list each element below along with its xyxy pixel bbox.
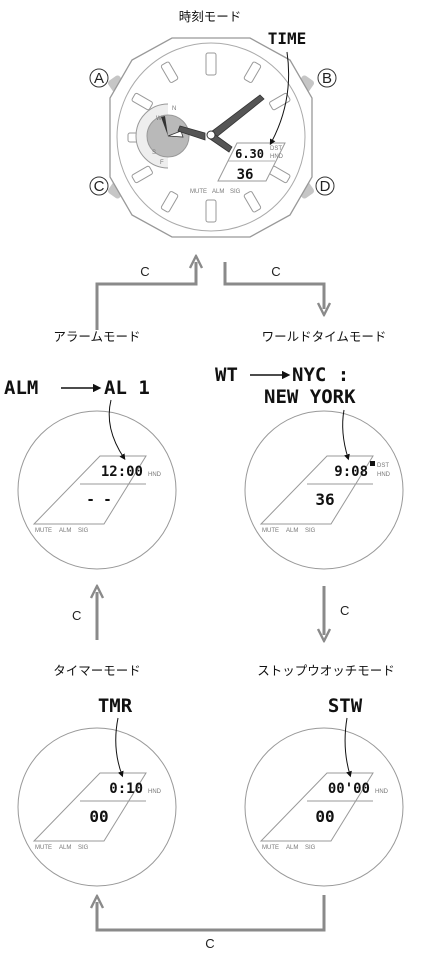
worldtime-dst-label: DST bbox=[377, 463, 389, 469]
time-lcd-bottom: 36 bbox=[237, 167, 254, 183]
stopwatch-lcd-frame bbox=[259, 772, 374, 842]
worldtime-lcd-bottom: 36 bbox=[315, 490, 334, 509]
arrow-label-right-down: C bbox=[340, 603, 349, 618]
alarm-lcd-top: 12:00 bbox=[101, 464, 143, 480]
timer-lcd-bottom: 00 bbox=[89, 807, 108, 826]
time-dst-label: DST bbox=[270, 146, 282, 152]
hand-pin bbox=[206, 130, 216, 140]
timer-lcd-frame bbox=[32, 772, 147, 842]
subdial-letter-w: W bbox=[156, 116, 162, 122]
marker-10 bbox=[131, 92, 153, 111]
label-d: D bbox=[320, 178, 331, 195]
worldtime-dst-indicator bbox=[370, 461, 375, 466]
time-mode-watch: N W S F 6.30 36 DST HND MUTE ALM SIG A B… bbox=[89, 29, 337, 238]
worldtime-callout-from: WT bbox=[215, 364, 238, 386]
time-callout: TIME bbox=[268, 29, 307, 48]
arrow-label-left-up: C bbox=[72, 608, 81, 623]
time-lcd-top: 6.30 bbox=[235, 147, 264, 161]
alarm-callout-arrow bbox=[108, 399, 126, 460]
marker-1 bbox=[243, 61, 262, 83]
worldtime-mute-label: MUTE bbox=[262, 528, 279, 534]
marker-7 bbox=[160, 191, 179, 213]
alarm-mute-label: MUTE bbox=[35, 528, 52, 534]
alarm-sig-label: SIG bbox=[78, 528, 89, 534]
marker-8 bbox=[131, 165, 153, 184]
worldtime-mode-title: ワールドタイムモード bbox=[262, 329, 387, 344]
worldtime-watch: 9:08 36 DST HND MUTE ALM SIG bbox=[244, 409, 404, 570]
stopwatch-callout-arrow bbox=[344, 717, 352, 778]
alarm-hnd-label: HND bbox=[148, 472, 162, 478]
timer-lcd-top: 0:10 bbox=[109, 781, 143, 797]
stopwatch-lcd-bottom: 00 bbox=[315, 807, 334, 826]
time-mode-title: 時刻モード bbox=[179, 9, 242, 24]
subdial-letter-s: S bbox=[152, 150, 156, 156]
subdial-hand-2 bbox=[161, 116, 168, 136]
timer-hnd-label: HND bbox=[148, 789, 162, 795]
subdial-hand bbox=[167, 130, 184, 138]
subdial-letter-n: N bbox=[172, 106, 176, 112]
stopwatch-watch: 00'00 00 HND MUTE ALM SIG bbox=[244, 717, 404, 887]
stopwatch-hnd-label: HND bbox=[375, 789, 389, 795]
timer-mode-title: タイマーモード bbox=[53, 663, 141, 678]
alarm-lcd-bottom: - - bbox=[86, 492, 111, 508]
label-a: A bbox=[94, 70, 104, 87]
timer-callout: TMR bbox=[98, 695, 133, 717]
time-hnd-label: HND bbox=[270, 154, 284, 160]
stopwatch-mode-title: ストップウオッチモード bbox=[257, 663, 395, 678]
label-b: B bbox=[322, 70, 332, 87]
marker-2 bbox=[269, 92, 291, 111]
alarm-callout-to: AL 1 bbox=[104, 377, 150, 399]
marker-6 bbox=[205, 199, 217, 223]
worldtime-callout-line2: NEW YORK bbox=[264, 386, 356, 408]
worldtime-lcd-frame bbox=[259, 455, 374, 525]
worldtime-sig-label: SIG bbox=[305, 528, 316, 534]
lcd-frame bbox=[217, 142, 286, 182]
subdial-letter-f: F bbox=[160, 160, 164, 166]
time-callout-arrow bbox=[269, 51, 290, 146]
stopwatch-callout: STW bbox=[328, 695, 363, 717]
worldtime-lcd-top: 9:08 bbox=[334, 464, 368, 480]
time-alm-label: ALM bbox=[212, 189, 224, 195]
stopwatch-mute-label: MUTE bbox=[262, 845, 279, 851]
alarm-watch: 12:00 - - HND MUTE ALM SIG bbox=[17, 399, 177, 570]
arrow-label-bottom: C bbox=[205, 936, 214, 951]
stopwatch-alm-label: ALM bbox=[286, 845, 298, 851]
arrow-alarm-to-time bbox=[95, 262, 196, 330]
arrow-label-top-right: C bbox=[271, 264, 280, 279]
timer-watch: 0:10 00 HND MUTE ALM SIG bbox=[17, 717, 177, 887]
arrow-stopwatch-to-timer bbox=[97, 895, 326, 932]
timer-callout-arrow bbox=[115, 717, 124, 778]
worldtime-callout-arrow bbox=[342, 409, 350, 461]
stopwatch-lcd-top: 00'00 bbox=[328, 781, 370, 797]
timer-mute-label: MUTE bbox=[35, 845, 52, 851]
timer-alm-label: ALM bbox=[59, 845, 71, 851]
marker-12 bbox=[205, 52, 217, 76]
arrow-label-top-left: C bbox=[140, 264, 149, 279]
worldtime-callout-to: NYC : bbox=[292, 364, 349, 386]
alarm-alm-label: ALM bbox=[59, 528, 71, 534]
worldtime-alm-label: ALM bbox=[286, 528, 298, 534]
marker-5 bbox=[243, 191, 262, 213]
alarm-mode-title: アラームモード bbox=[53, 329, 140, 344]
alarm-callout-from: ALM bbox=[4, 377, 38, 399]
arrow-time-to-worldtime bbox=[223, 262, 324, 309]
time-mute-label: MUTE bbox=[190, 189, 207, 195]
hour-hand-tail bbox=[177, 125, 206, 141]
label-c: C bbox=[94, 178, 105, 195]
worldtime-hnd-label: HND bbox=[377, 472, 391, 478]
marker-11 bbox=[160, 61, 179, 83]
timer-sig-label: SIG bbox=[78, 845, 89, 851]
time-sig-label: SIG bbox=[230, 189, 241, 195]
stopwatch-sig-label: SIG bbox=[305, 845, 316, 851]
alarm-lcd-frame bbox=[32, 455, 147, 525]
